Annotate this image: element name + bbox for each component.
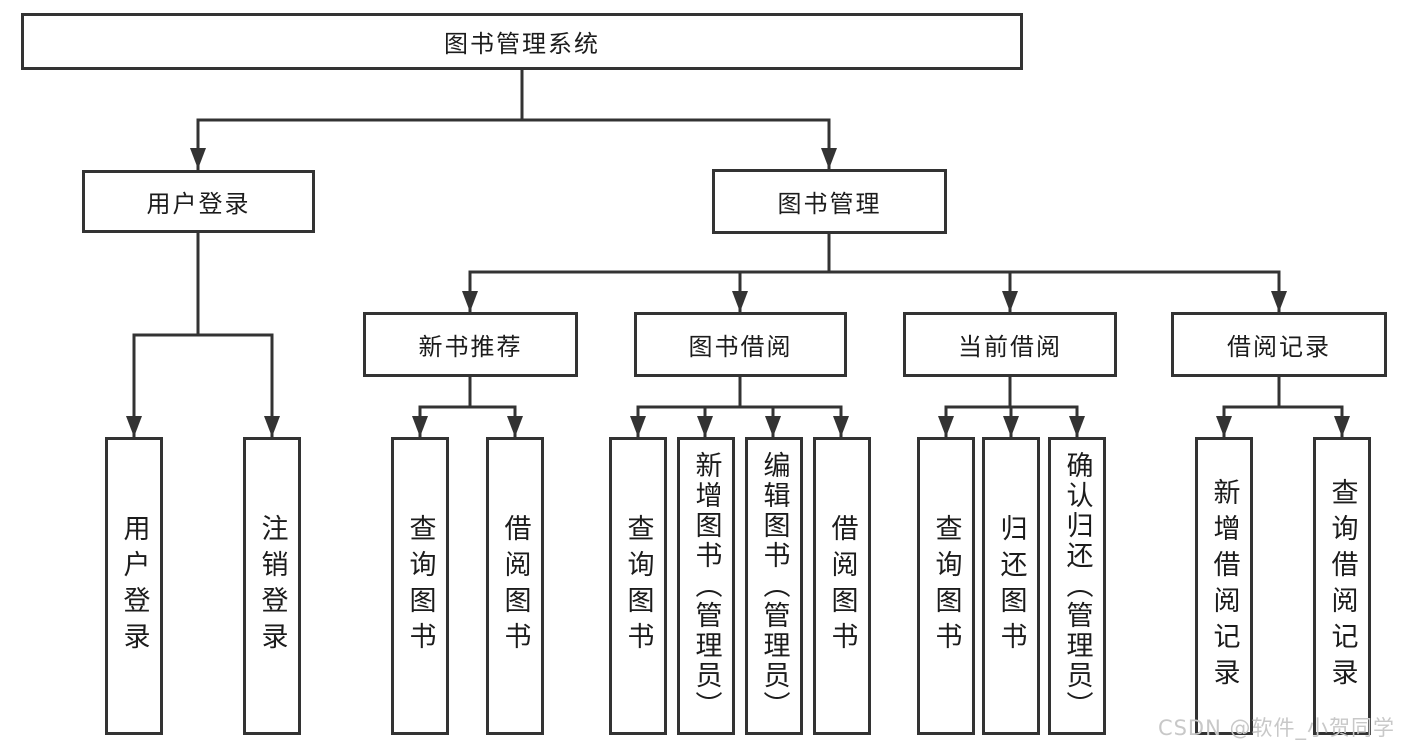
node-leaf-recommend-query-book: 查询图书 bbox=[391, 437, 449, 735]
csdn-watermark: CSDN @软件_小贺同学 bbox=[1157, 716, 1395, 740]
node-leaf-current-query-book: 查询图书 bbox=[917, 437, 975, 735]
node-book-management: 图书管理 bbox=[712, 169, 947, 234]
connector-user-login-branch bbox=[126, 231, 280, 439]
node-leaf-add-borrow-record: 新增借阅记录 bbox=[1195, 437, 1253, 735]
node-leaf-return-book: 归还图书 bbox=[982, 437, 1040, 735]
connector-book-management-branch bbox=[462, 232, 1287, 314]
connector-current-borrow-branch bbox=[938, 375, 1085, 439]
node-leaf-query-borrow-record: 查询借阅记录 bbox=[1313, 437, 1371, 735]
node-leaf-confirm-return-admin: 确认归还（管理员） bbox=[1048, 437, 1106, 735]
node-root-system: 图书管理系统 bbox=[21, 13, 1023, 70]
node-leaf-borrow-book: 借阅图书 bbox=[813, 437, 871, 735]
node-borrow-records: 借阅记录 bbox=[1171, 312, 1387, 377]
node-leaf-borrow-query-book: 查询图书 bbox=[609, 437, 667, 735]
node-leaf-user-login: 用户登录 bbox=[105, 437, 163, 735]
node-book-borrow: 图书借阅 bbox=[634, 312, 847, 377]
node-new-book-recommend: 新书推荐 bbox=[363, 312, 578, 377]
node-leaf-recommend-borrow-book: 借阅图书 bbox=[486, 437, 544, 735]
connector-book-borrow-branch bbox=[630, 375, 849, 439]
node-leaf-logout: 注销登录 bbox=[243, 437, 301, 735]
node-current-borrow: 当前借阅 bbox=[903, 312, 1117, 377]
connector-root-to-level2 bbox=[190, 67, 837, 171]
node-user-login: 用户登录 bbox=[82, 170, 315, 233]
connector-new-book-recommend-branch bbox=[412, 375, 523, 439]
connector-borrow-records-branch bbox=[1216, 375, 1350, 439]
node-leaf-add-book-admin: 新增图书（管理员） bbox=[677, 437, 735, 735]
node-leaf-edit-book-admin: 编辑图书（管理员） bbox=[745, 437, 803, 735]
